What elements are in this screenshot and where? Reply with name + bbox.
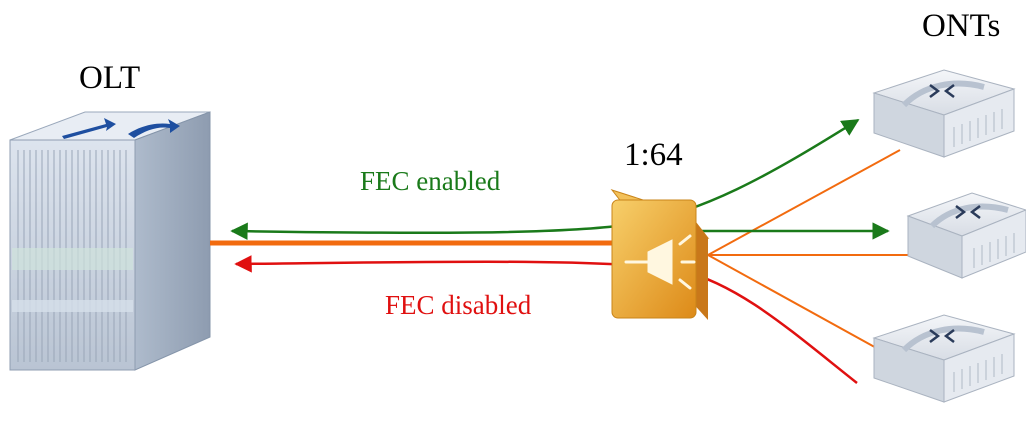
fec-enabled-arrows bbox=[230, 118, 890, 240]
onts-label: ONTs bbox=[922, 8, 1001, 44]
fec-disabled-arrow bbox=[234, 255, 858, 384]
ont-device-icon bbox=[872, 69, 1016, 158]
ont-device-icon bbox=[906, 192, 1026, 279]
ont-device-icon bbox=[872, 314, 1016, 403]
optical-splitter-icon bbox=[610, 189, 710, 320]
fec-enabled-label: FEC enabled bbox=[360, 166, 501, 196]
fec-disabled-label: FEC disabled bbox=[385, 290, 532, 320]
distribution-fibers bbox=[707, 149, 910, 351]
olt-chassis-icon bbox=[9, 111, 211, 371]
split-ratio-label: 1:64 bbox=[624, 137, 683, 173]
olt-label: OLT bbox=[79, 60, 141, 96]
